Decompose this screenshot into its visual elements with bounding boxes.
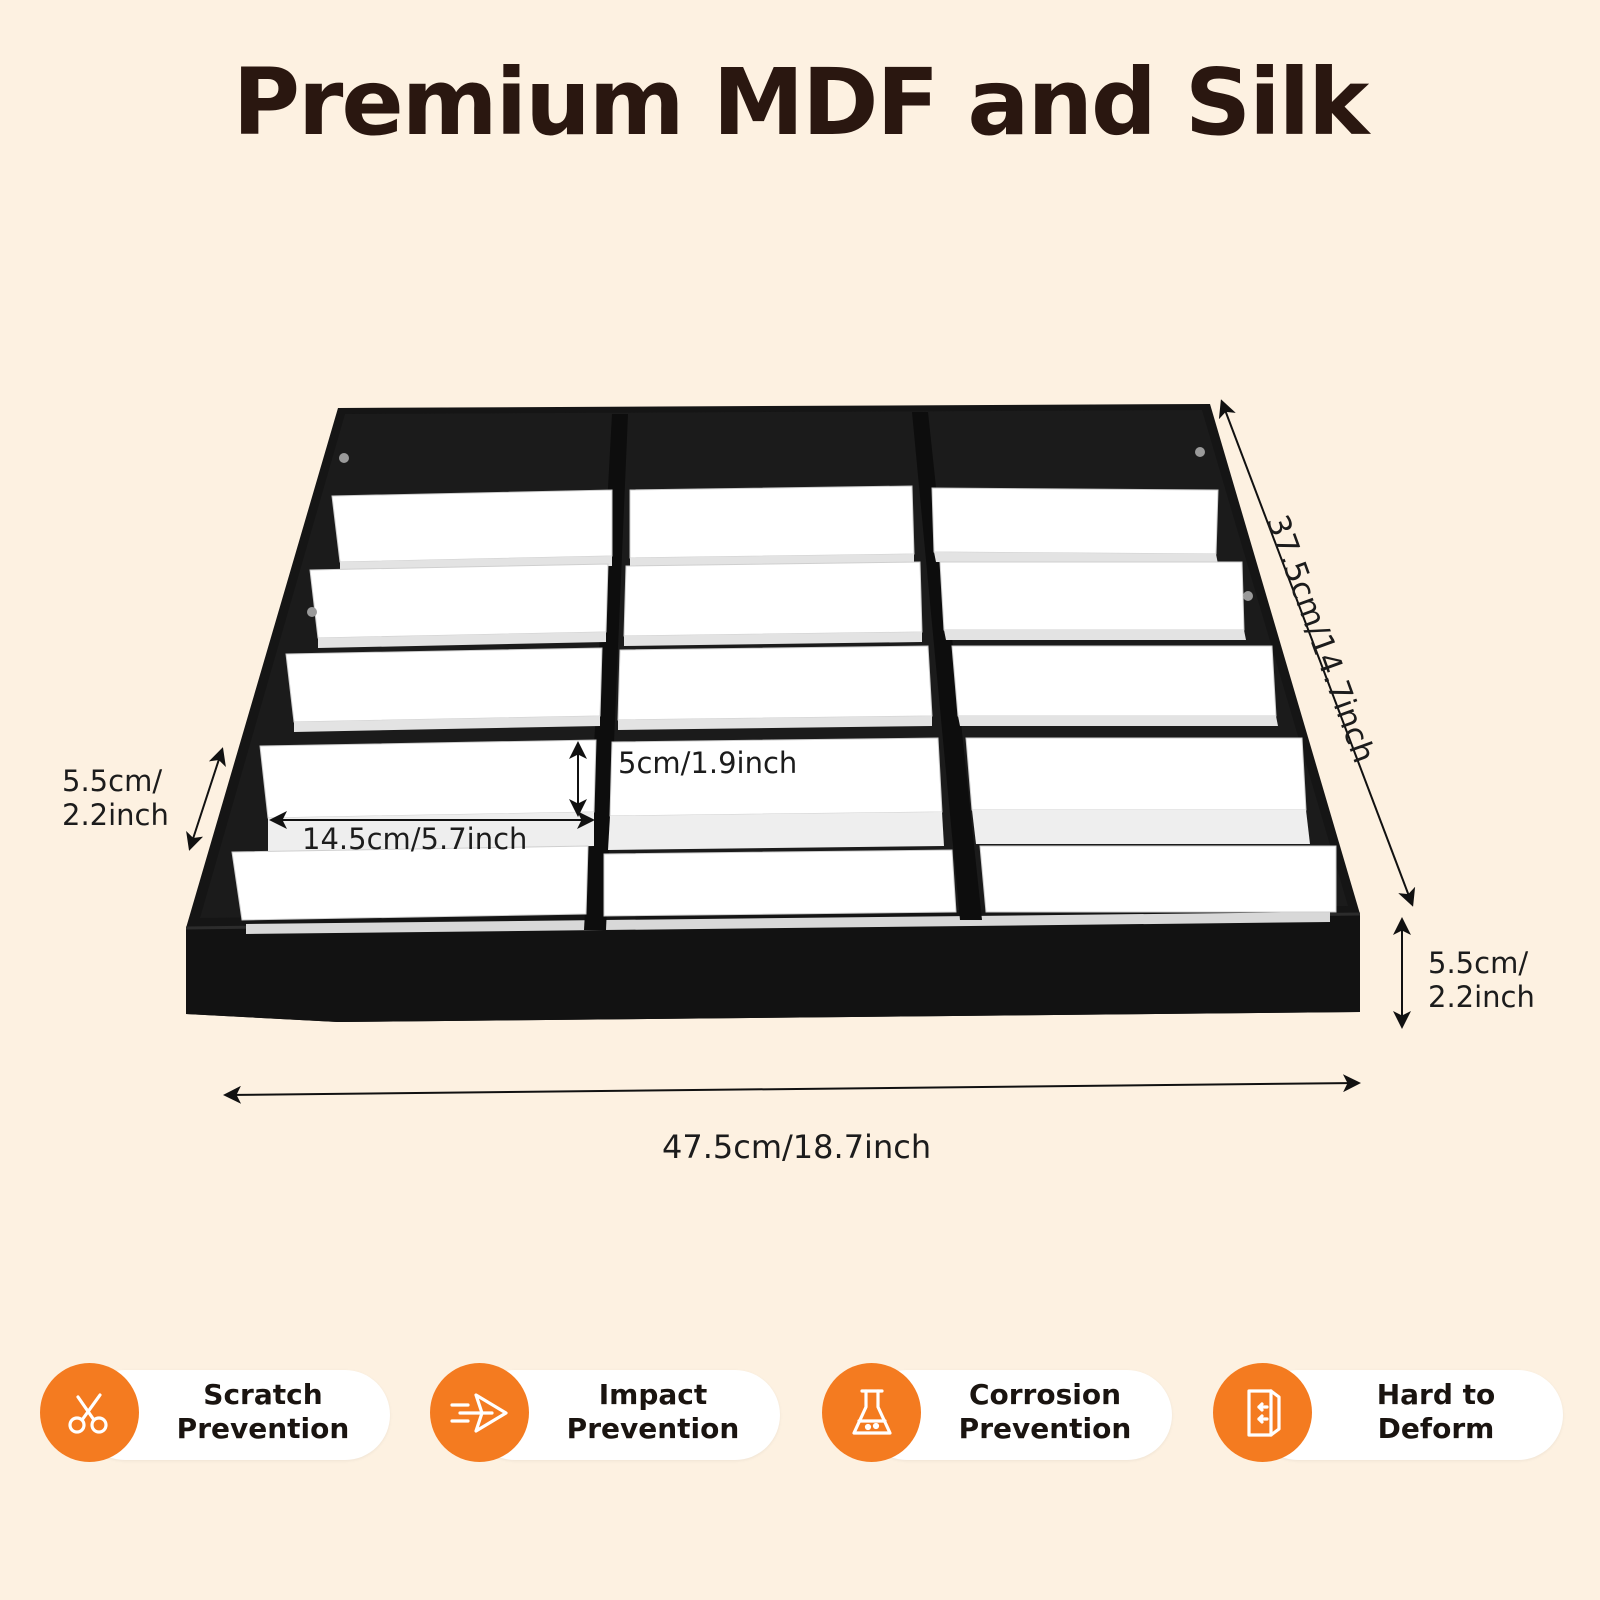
feature-badges: Scratch Prevention Impact Prevention: [0, 1360, 1600, 1470]
feature-label-line2: Prevention: [566, 1412, 740, 1445]
feature-label-line1: Impact: [598, 1378, 708, 1411]
feature-label-line1: Hard to: [1376, 1378, 1496, 1411]
left-height-line1: 5.5cm/: [62, 764, 163, 798]
tray-drawing: [185, 399, 1416, 1104]
feature-hard-to-deform: Hard to Deform: [1213, 1360, 1565, 1462]
feature-label-line1: Scratch: [203, 1378, 323, 1411]
tray-dividers: [584, 412, 982, 930]
feature-scratch-prevention: Scratch Prevention: [40, 1360, 392, 1462]
scissors-icon: [40, 1363, 139, 1462]
feature-label: Hard to Deform: [1317, 1372, 1555, 1452]
right-height-label: 5.5cm/ 2.2inch: [1428, 946, 1535, 1014]
left-height-label: 5.5cm/ 2.2inch: [62, 764, 169, 832]
left-height-line2: 2.2inch: [62, 798, 169, 832]
dimension-arrows: [186, 399, 1416, 1104]
feature-impact-prevention: Impact Prevention: [430, 1360, 782, 1462]
feature-label-line2: Prevention: [176, 1412, 350, 1445]
left-height-arrow: [186, 747, 226, 851]
depth-arrow: [1218, 399, 1416, 907]
product-illustration: 37.5cm/14.7inch 47.5cm/18.7inch 5.5cm/ 2…: [62, 399, 1535, 1166]
feature-corrosion-prevention: Corrosion Prevention: [822, 1360, 1174, 1462]
slot-width-label: 14.5cm/5.7inch: [302, 822, 528, 856]
feature-label: Impact Prevention: [534, 1372, 772, 1452]
feature-label-line1: Corrosion: [968, 1378, 1122, 1411]
feature-label: Scratch Prevention: [144, 1372, 382, 1452]
compress-panel-icon: [1213, 1363, 1312, 1462]
feature-label: Corrosion Prevention: [926, 1372, 1164, 1452]
impact-arrow-icon: [430, 1363, 529, 1462]
rivets: [307, 447, 1253, 617]
feature-label-line2: Deform: [1377, 1412, 1495, 1445]
width-label: 47.5cm/18.7inch: [662, 1128, 932, 1166]
page-title: Premium MDF and Silk: [232, 49, 1370, 156]
width-arrow: [223, 1074, 1361, 1104]
right-height-line2: 2.2inch: [1428, 980, 1535, 1014]
slots-middle-column: [603, 485, 957, 917]
right-height-line1: 5.5cm/: [1428, 946, 1529, 980]
flask-icon: [822, 1363, 921, 1462]
slot-height-label: 5cm/1.9inch: [618, 746, 798, 780]
feature-label-line2: Prevention: [958, 1412, 1132, 1445]
